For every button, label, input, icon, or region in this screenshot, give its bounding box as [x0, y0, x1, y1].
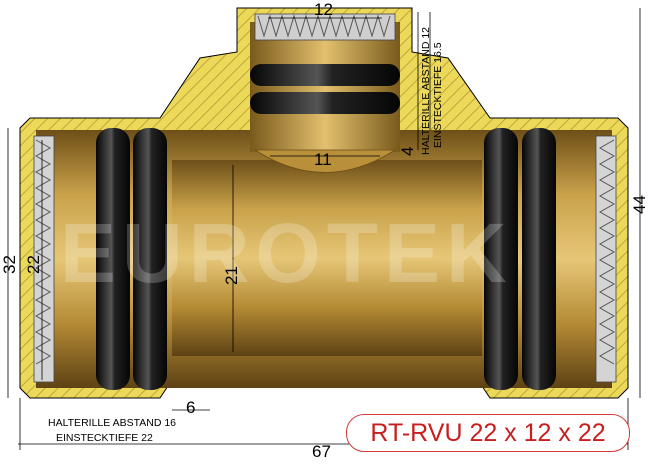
- branch-oring-1: [250, 64, 400, 86]
- branch-clip-teeth: [257, 14, 391, 38]
- dim-branch-inner: 11: [314, 150, 332, 169]
- dimension-lines: [7, 8, 641, 450]
- dim-branch-width: 12: [314, 0, 333, 19]
- branch-oring-2: [250, 92, 400, 114]
- right-oring-1: [484, 128, 518, 390]
- eurotek-watermark: EUROTEK: [60, 206, 513, 300]
- dim-inner-diameter: 21: [222, 266, 241, 285]
- branch-bore: [250, 22, 400, 152]
- left-oring-2: [133, 128, 167, 390]
- dim-branch-wall: 4: [398, 146, 417, 156]
- note-main-depth: EINSTECKTIEFE 22: [56, 432, 153, 444]
- right-oring-2: [522, 128, 556, 390]
- right-clip: [595, 135, 617, 383]
- note-branch-groove: HALTERILLE ABSTAND 12: [420, 27, 432, 155]
- right-clip-teeth: [598, 139, 616, 365]
- model-label: RT-RVU 22 x 12 x 22: [346, 414, 630, 452]
- dim-socket-offset: 6: [186, 398, 196, 417]
- note-branch-depth: EINSTECKTIEFE 16.5: [432, 42, 444, 148]
- note-main-groove: HALTERILLE ABSTAND 16: [48, 417, 176, 429]
- left-clip-teeth: [34, 139, 52, 365]
- branch-saddle: [253, 149, 397, 173]
- dim-bore-left: 22: [24, 255, 43, 274]
- left-clip: [33, 135, 55, 383]
- dim-outer-height: 44: [630, 195, 649, 214]
- dim-outer-left: 32: [0, 255, 19, 274]
- dim-total-length: 67: [312, 442, 331, 461]
- left-oring-1: [96, 128, 130, 390]
- center-passage: [172, 160, 482, 356]
